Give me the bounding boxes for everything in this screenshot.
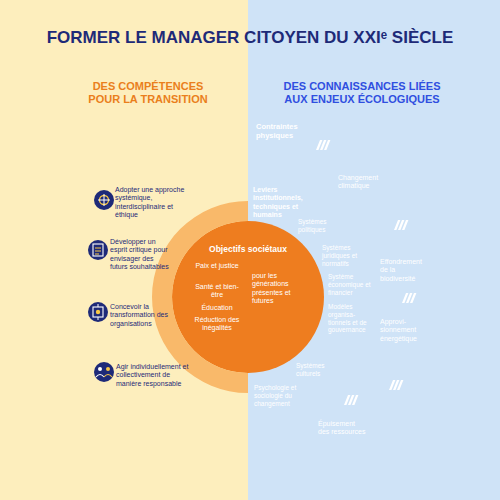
text-wrap: Éducation bbox=[190, 304, 244, 312]
item-text: Santé et bien-être bbox=[190, 283, 244, 300]
item-text: Concevoir la transformation des organisa… bbox=[110, 303, 172, 328]
goals-circle: Objectifs sociétauxPaix et justiceSanté … bbox=[172, 221, 324, 373]
text-wrap: Systèmes politiques bbox=[298, 218, 342, 234]
item-text: Effondrement de la biodiversité bbox=[380, 258, 424, 283]
item-text: Adopter une approche systémique, interdi… bbox=[115, 186, 190, 220]
item-text: Systèmes politiques bbox=[298, 218, 342, 234]
text-wrap: Approvi-sionnement énergétique bbox=[380, 318, 424, 343]
text-wrap: Systèmes juridiques et normatifs bbox=[322, 244, 366, 267]
item-text: Épuisement des ressources bbox=[318, 420, 368, 437]
organisation-icon bbox=[88, 302, 108, 322]
heading-text: DES CONNAISSANCES LIÉES AUX ENJEUX ÉCOLO… bbox=[272, 80, 452, 106]
item-text: Éducation bbox=[190, 304, 244, 312]
item-text: Changement climatique bbox=[338, 174, 384, 191]
text-wrap: Réduction des inégalités bbox=[190, 316, 244, 333]
item-text: Paix et justice bbox=[190, 262, 244, 270]
text-wrap: Paix et justice bbox=[190, 262, 244, 270]
critical-icon bbox=[88, 240, 108, 260]
text-wrap: Concevoir la transformation des organisa… bbox=[110, 303, 172, 328]
constraints-band: Leviers institutionnels, techniques et h… bbox=[248, 107, 438, 487]
heading-text: Leviers institutionnels, techniques et h… bbox=[253, 186, 315, 220]
text-wrap: DES COMPÉTENCES POUR LA TRANSITION bbox=[78, 80, 218, 106]
heading-text: DES COMPÉTENCES POUR LA TRANSITION bbox=[78, 80, 218, 106]
heading-text: Objectifs sociétaux bbox=[198, 244, 298, 254]
text-wrap: Développer un esprit critique pour envis… bbox=[110, 238, 170, 272]
text-wrap: Changement climatique bbox=[338, 174, 384, 191]
text-wrap: Systèmes culturels bbox=[296, 362, 340, 378]
item-text: Réduction des inégalités bbox=[190, 316, 244, 333]
item-text: Systèmes juridiques et normatifs bbox=[322, 244, 366, 267]
system-icon bbox=[94, 190, 114, 210]
text-wrap: pour les générations présentes et future… bbox=[252, 272, 302, 306]
people-icon bbox=[94, 362, 114, 382]
node-shape bbox=[172, 221, 324, 373]
text-wrap: Système économique et financier bbox=[328, 273, 374, 296]
text-wrap: Santé et bien-être bbox=[190, 283, 244, 300]
item-text: Système économique et financier bbox=[328, 273, 374, 296]
item-text: Systèmes culturels bbox=[296, 362, 340, 378]
heading-text: Contraintes physiques bbox=[256, 122, 304, 140]
text-wrap: Leviers institutionnels, techniques et h… bbox=[253, 186, 315, 220]
text-wrap: Objectifs sociétaux bbox=[198, 244, 298, 254]
text-wrap: Épuisement des ressources bbox=[318, 420, 368, 437]
text-wrap: Effondrement de la biodiversité bbox=[380, 258, 424, 283]
text-wrap: Psychologie et sociologie du changement bbox=[254, 384, 310, 407]
text-wrap: Contraintes physiques bbox=[256, 122, 304, 140]
item-text: Modèles organisa-tionnels et de gouverna… bbox=[328, 303, 372, 334]
text-wrap: DES CONNAISSANCES LIÉES AUX ENJEUX ÉCOLO… bbox=[272, 80, 452, 106]
circle-fill bbox=[172, 221, 324, 373]
text-wrap: Modèles organisa-tionnels et de gouverna… bbox=[328, 303, 372, 334]
text-wrap: Agir individuellement et collectivement … bbox=[116, 363, 191, 388]
title: FORMER LE MANAGER CITOYEN DU XXIᵉ SIÈCLE bbox=[10, 28, 490, 48]
text-wrap: Adopter une approche systémique, interdi… bbox=[115, 186, 190, 220]
item-text: Psychologie et sociologie du changement bbox=[254, 384, 310, 407]
item-text: Développer un esprit critique pour envis… bbox=[110, 238, 170, 272]
levers-band: Leviers institutionnels, techniques et h… bbox=[248, 165, 380, 429]
item-text: pour les générations présentes et future… bbox=[252, 272, 302, 306]
item-text: Agir individuellement et collectivement … bbox=[116, 363, 191, 388]
item-text: Approvi-sionnement énergétique bbox=[380, 318, 424, 343]
title-wrap: FORMER LE MANAGER CITOYEN DU XXIᵉ SIÈCLE bbox=[10, 28, 490, 48]
